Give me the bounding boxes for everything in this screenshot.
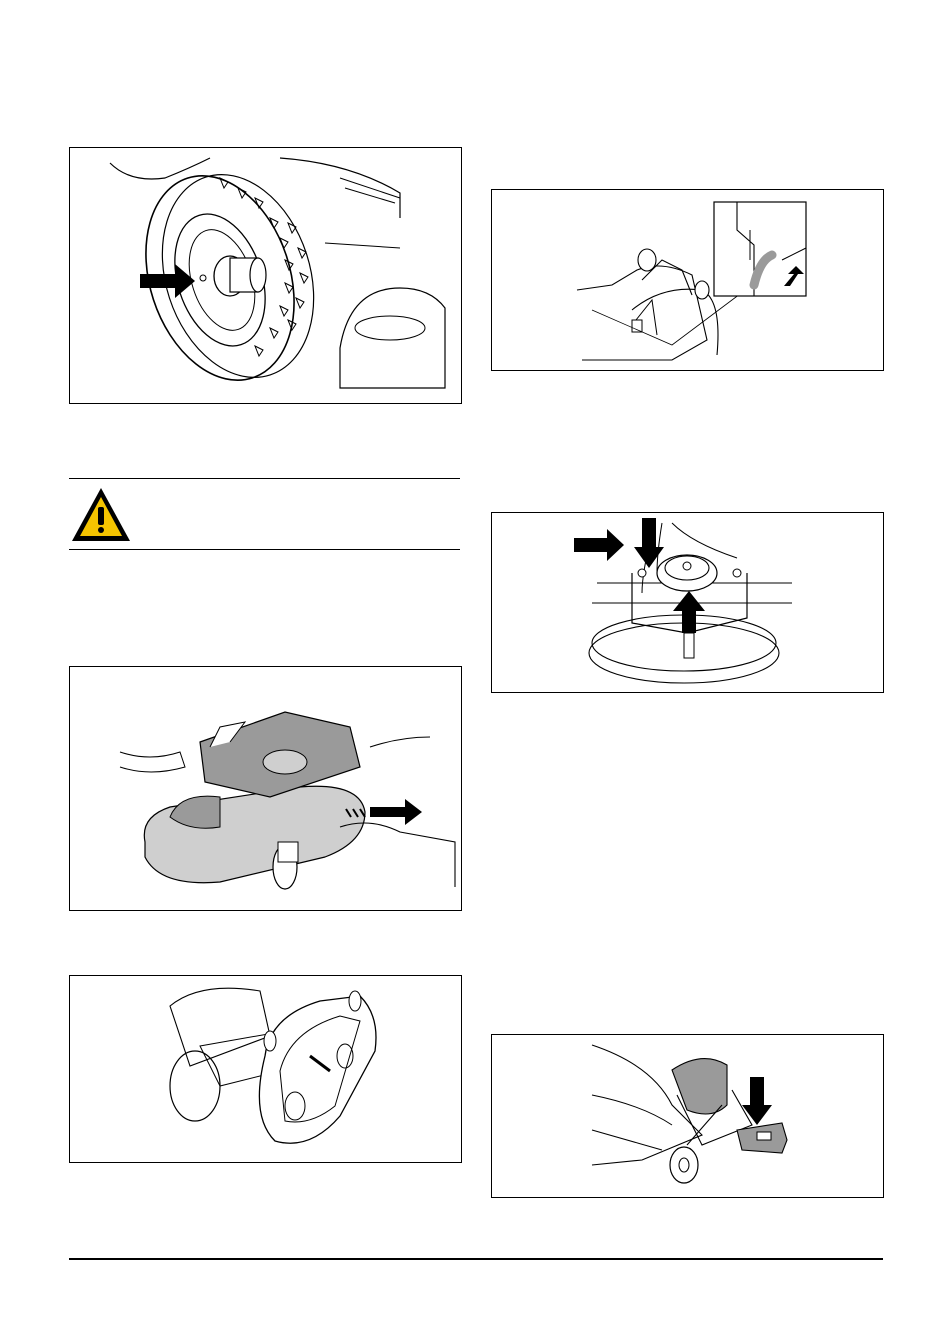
spring-illustration	[492, 513, 884, 693]
wheel-illustration	[70, 148, 462, 404]
movement-arrow-icon	[370, 799, 422, 825]
warning-block	[69, 478, 460, 550]
warning-triangle-icon	[69, 485, 133, 545]
deck-illustration	[70, 667, 462, 911]
pointer-arrow-icon	[574, 529, 624, 561]
figure-cutting-deck-removal	[69, 666, 462, 911]
figure-wheel-hub	[69, 147, 462, 404]
figure-belt-tensioner-spring	[491, 512, 884, 693]
deck-side-illustration	[70, 976, 462, 1163]
up-arrow-icon	[673, 591, 705, 633]
footer-rule	[69, 1258, 883, 1260]
figure-cutting-deck-on-side	[69, 975, 462, 1163]
figure-deck-lift-pedal	[491, 1034, 884, 1198]
pedal-illustration	[492, 1035, 884, 1198]
figure-deck-lock-lever	[491, 189, 884, 371]
down-arrow-icon	[742, 1077, 772, 1125]
latch-illustration	[492, 190, 884, 371]
